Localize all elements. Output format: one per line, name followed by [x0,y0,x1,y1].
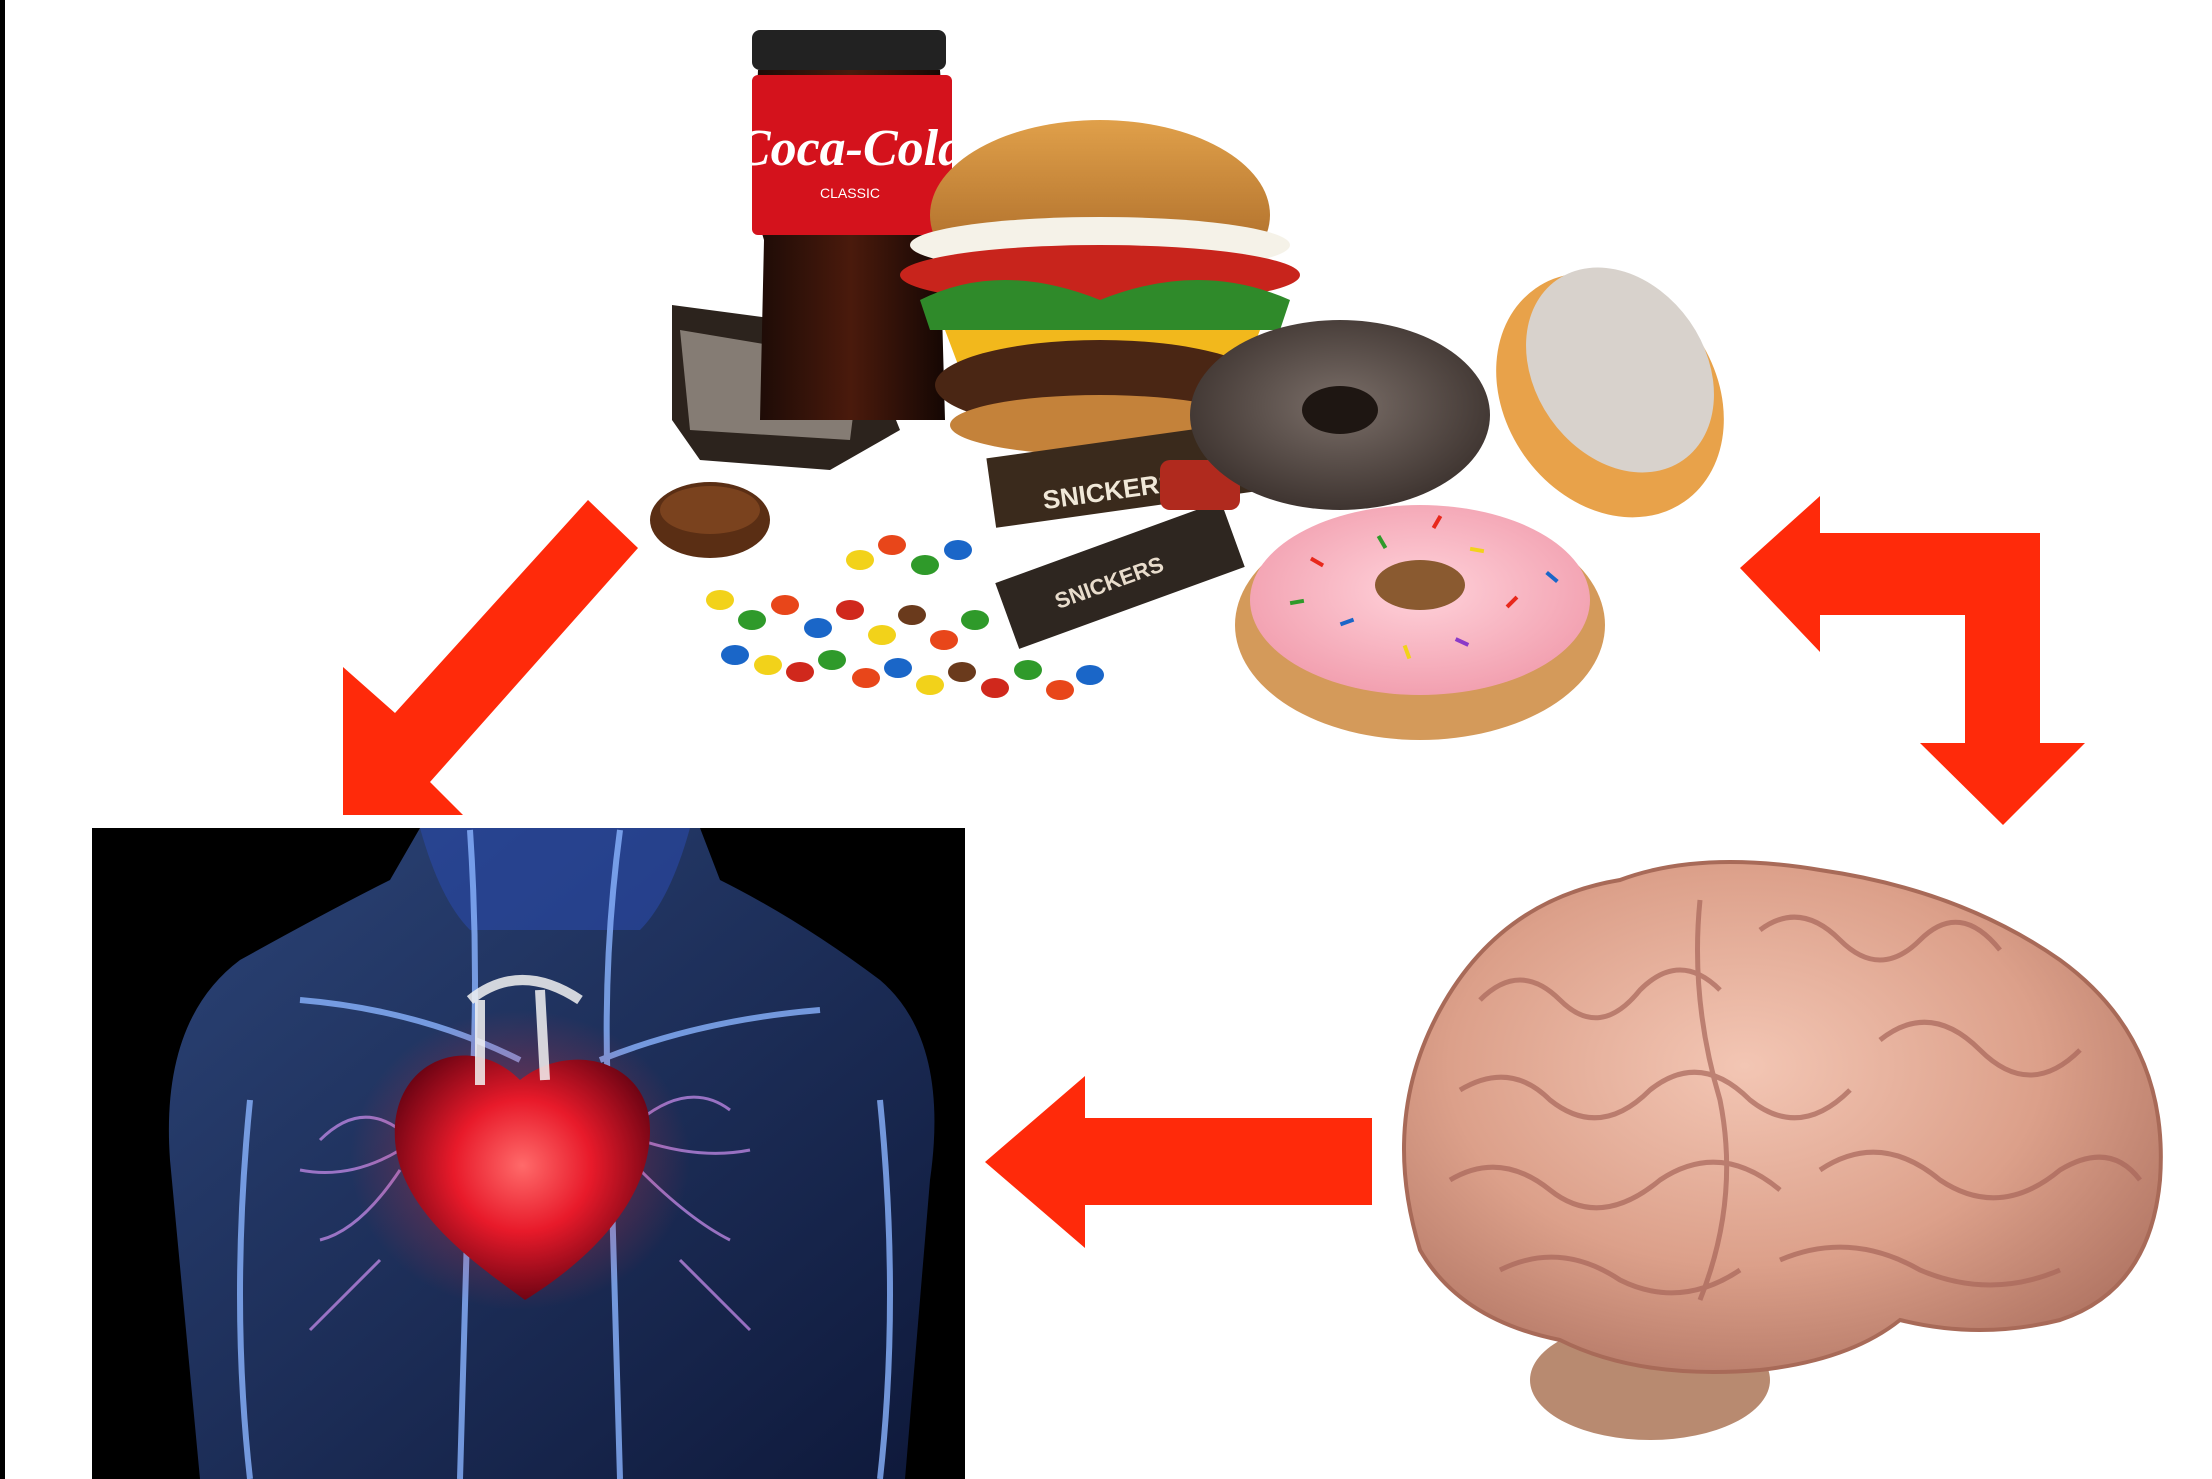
arrow-brain-to-heart [985,1076,1372,1248]
arrow-food-to-heart [343,500,638,815]
cola-bottle: Coca-Cola CLASSIC [736,30,964,420]
bottle-sub-label: CLASSIC [820,185,880,201]
brain-image [1404,862,2161,1440]
bottle-brand-label: Coca-Cola [736,120,964,177]
sprinkle-donut [1235,505,1605,740]
arrow-food-brain-cycle [1740,496,2085,825]
chocolate-donut [1190,320,1490,510]
junk-food-image: Coca-Cola CLASSIC SNICKERS SNICKERS [650,30,1771,740]
iced-donut [1449,228,1770,561]
heart-body-image [92,828,965,1479]
